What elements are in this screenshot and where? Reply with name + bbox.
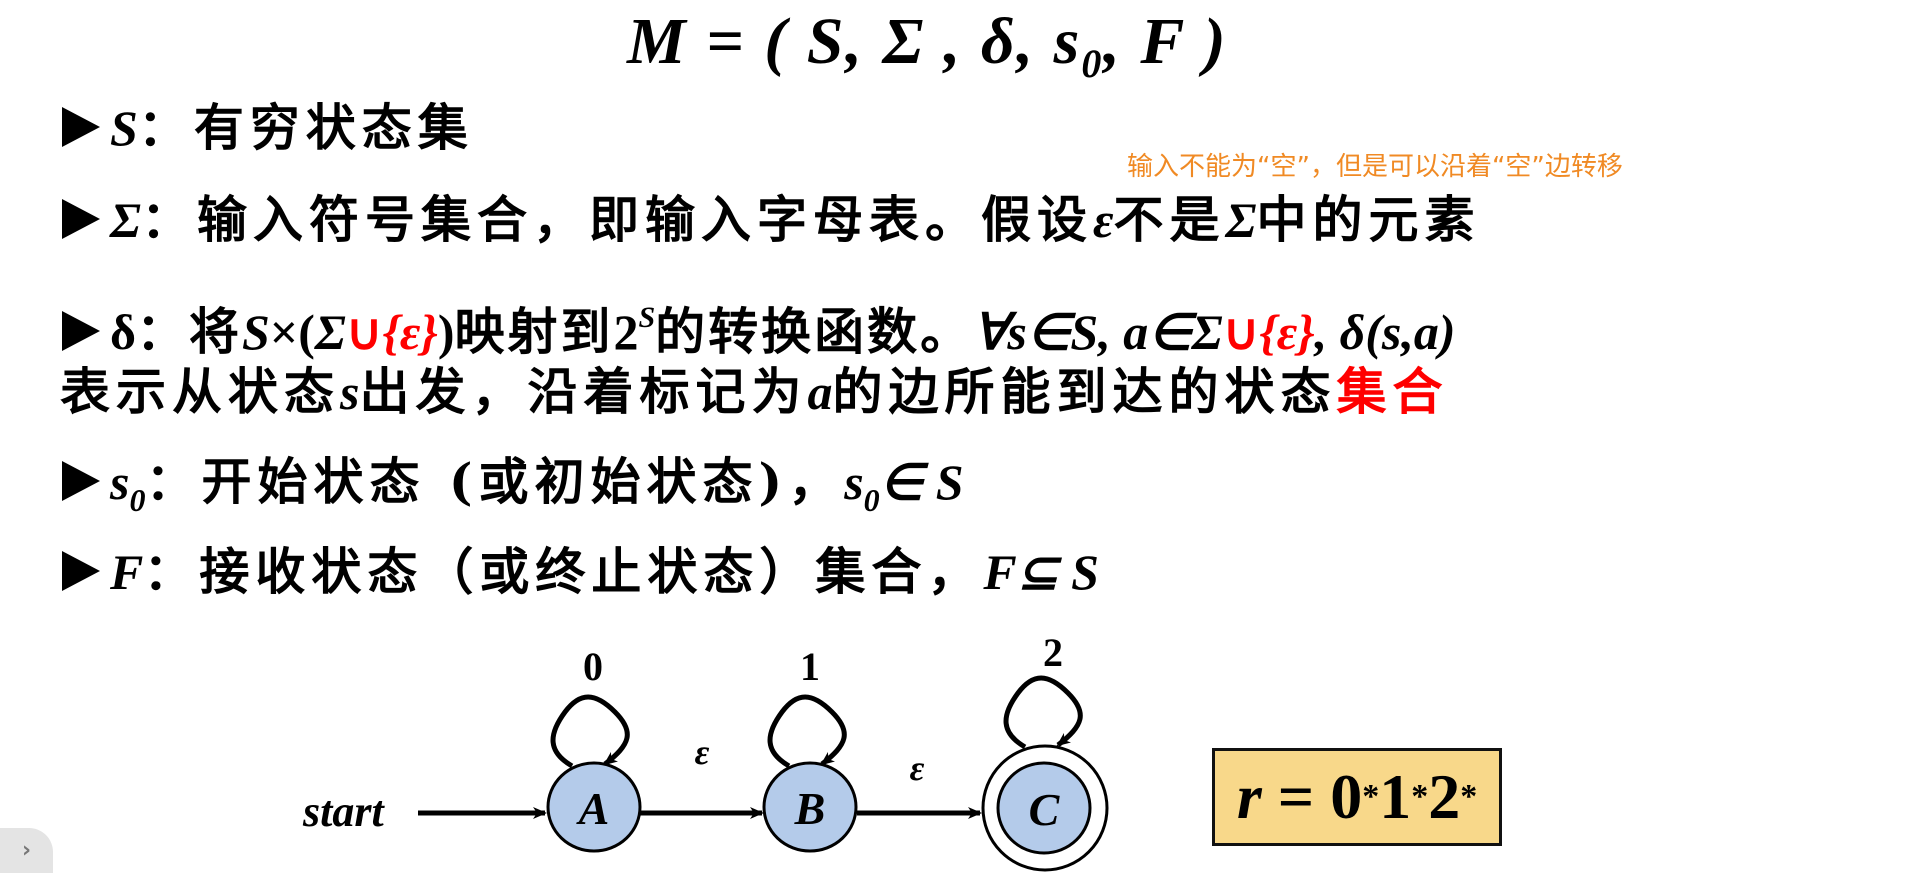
regex-var: r — [1236, 761, 1262, 832]
definition-text: 输入符号集合，即输入字母表。假设 — [196, 190, 1093, 249]
edge-label-B-C: ε — [910, 748, 925, 788]
epsilon: ε — [1092, 192, 1114, 248]
epsilon-set: {ε} — [1259, 304, 1315, 360]
equals: = — [1261, 761, 1331, 832]
colon: ： — [135, 302, 189, 361]
symbol: S — [110, 100, 138, 156]
arrow-bullet-icon — [62, 311, 100, 351]
definition-text: 不是 — [1113, 190, 1226, 249]
state-label: B — [794, 783, 826, 834]
chevron-right-icon: › — [21, 838, 32, 863]
state-label: A — [576, 783, 610, 834]
colon: ： — [143, 542, 200, 601]
sigma: Σ — [314, 304, 346, 360]
forall-expression: ∀s∈S, a∈Σ — [973, 304, 1223, 360]
definition-Sigma: Σ：输入符号集合，即输入字母表。假设ε不是Σ中的元素 — [62, 190, 1480, 250]
nfa-diagram: start 0 1 2 ε ε A B C — [302, 630, 1109, 872]
definition-text: 中的元素 — [1256, 190, 1481, 249]
kleene-star: * — [1362, 778, 1380, 815]
symbol: Σ — [110, 192, 141, 248]
subset-expression: F⊆ S — [983, 544, 1099, 600]
sigma: Σ — [1225, 192, 1257, 248]
union-symbol: ∪ — [1222, 304, 1260, 360]
slide-title: M = ( S, Σ , δ, s0, F ) — [627, 4, 1228, 87]
expand-panel-button[interactable]: › — [0, 828, 53, 873]
edge-label-A-B: ε — [695, 732, 710, 772]
symbol-s: s — [340, 364, 360, 420]
state-label: C — [1029, 784, 1061, 835]
symbol: s — [110, 454, 130, 510]
delta-expression: , δ(s,a) — [1314, 304, 1456, 360]
loop-label-A: 0 — [583, 644, 603, 689]
definition-text: 将 — [188, 302, 242, 361]
power-exponent: S — [638, 301, 656, 334]
arrow-bullet-icon — [62, 551, 100, 591]
symbol-a: a — [807, 364, 833, 420]
subscript: 0 — [863, 482, 880, 518]
highlight-text: 集合 — [1336, 362, 1449, 421]
definition-text: 出发，沿着标记为 — [359, 362, 808, 421]
loop-label-C: 2 — [1043, 630, 1063, 675]
definition-delta-continued: 表示从状态s出发，沿着标记为a的边所能到达的状态集合 — [60, 362, 1448, 422]
times: ×( — [269, 304, 315, 360]
regex-digit: 0 — [1330, 761, 1363, 832]
title-suffix: , F ) — [1103, 5, 1228, 78]
title-subscript: 0 — [1081, 41, 1104, 86]
state-A: A — [546, 761, 642, 853]
symbol: s — [844, 454, 864, 510]
definition-text: 的边所能到达的状态 — [832, 362, 1337, 421]
loop-label-B: 1 — [800, 644, 820, 689]
power-base: 2 — [613, 304, 639, 360]
definition-text: 的转换函数。 — [655, 302, 974, 361]
definition-text: 开始状态 (或初始状态)， — [201, 452, 845, 511]
state-C-accepting: C — [981, 744, 1109, 872]
colon: ： — [145, 452, 202, 511]
self-loop-A — [550, 694, 630, 769]
definition-text: 接收状态（或终止状态）集合， — [199, 542, 984, 601]
self-loop-C — [1003, 675, 1083, 750]
regex-digit: 2 — [1428, 761, 1461, 832]
colon: ： — [137, 98, 194, 157]
definition-text: 表示从状态 — [60, 362, 340, 421]
definition-F: F：接收状态（或终止状态）集合，F⊆ S — [62, 542, 1099, 602]
symbol: F — [110, 544, 144, 600]
kleene-star: * — [1460, 778, 1478, 815]
regex-digit: 1 — [1379, 761, 1412, 832]
state-B: B — [762, 761, 858, 853]
union-symbol: ∪ — [345, 304, 383, 360]
symbol-S: S — [241, 304, 270, 360]
epsilon-set: {ε} — [382, 304, 438, 360]
colon: ： — [140, 190, 197, 249]
symbol: δ — [110, 304, 136, 360]
self-loop-B — [767, 694, 847, 769]
arrow-bullet-icon — [62, 107, 100, 147]
annotation-note: 输入不能为“空”，但是可以沿着“空”边转移 — [1127, 152, 1623, 182]
kleene-star: * — [1411, 778, 1429, 815]
definition-delta: δ：将S×(Σ∪{ε})映射到2S的转换函数。∀s∈S, a∈Σ∪{ε}, δ(… — [62, 288, 1456, 362]
arrow-bullet-icon — [62, 199, 100, 239]
definition-s0: s0：开始状态 (或初始状态)，s0∈ S — [62, 452, 964, 530]
title-prefix: M = ( S, Σ , δ, s — [627, 5, 1082, 78]
definition-text: 映射到 — [454, 302, 614, 361]
start-label: start — [302, 787, 385, 836]
definition-S: S：有穷状态集 — [62, 98, 474, 158]
definition-text: 有穷状态集 — [193, 98, 474, 157]
arrow-bullet-icon — [62, 461, 100, 501]
paren: ) — [437, 304, 455, 360]
subscript: 0 — [129, 482, 146, 518]
regex-box: r = 0*1*2* — [1212, 748, 1502, 846]
membership-expression: ∈ S — [879, 454, 964, 510]
